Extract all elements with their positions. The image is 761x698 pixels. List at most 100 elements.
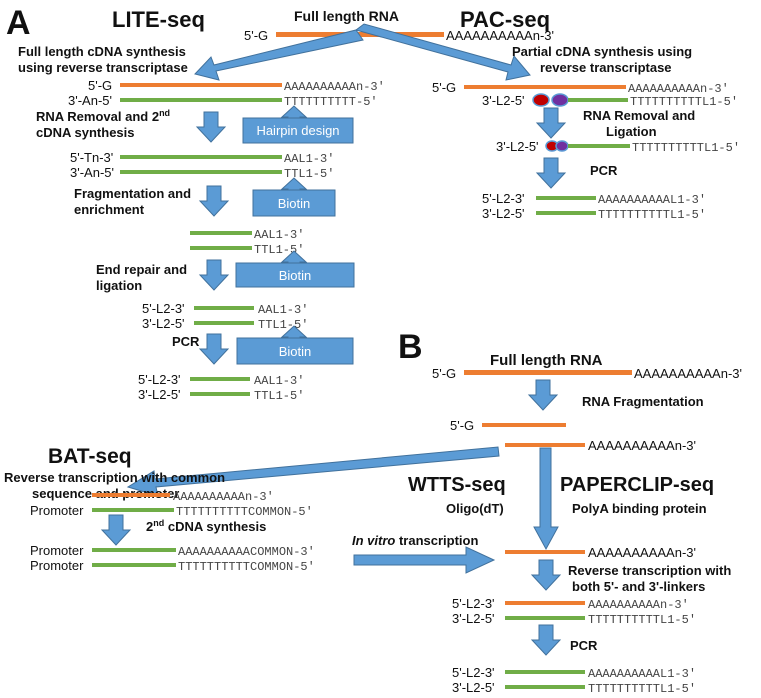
lite-r8-dna [194, 321, 254, 325]
lite-r9-dna [190, 377, 250, 381]
lite-step2-line1: RNA Removal and 2nd [36, 108, 170, 124]
lite-r9-right: AAL1-3′ [254, 374, 304, 388]
bat-step1-line1: Reverse transcription with common [4, 470, 225, 485]
bat-r2-dna [92, 508, 174, 512]
lite-r3-right: AAL1-3′ [284, 152, 334, 166]
lite-r8-right: TTL1-5′ [258, 318, 308, 332]
merge-polya-tail: AAAAAAAAAAn-3' [588, 545, 696, 560]
b-r1-right: AAAAAAAAAAn-3′ [588, 598, 689, 612]
pac-r1-left: 5'-G [432, 80, 456, 95]
wtts-seq-title: WTTS-seq [408, 474, 506, 496]
split-arrow-right [354, 23, 531, 81]
full-rna-strand [276, 32, 444, 37]
b-r3-right: AAAAAAAAAAL1-3′ [588, 667, 696, 681]
biotin-label-1: Biotin [278, 196, 311, 211]
bat-r2-right: TTTTTTTTTTCOMMON-5′ [176, 505, 313, 519]
lite-r3-dna [120, 155, 282, 159]
frag-3-strand [505, 443, 585, 447]
pac-r4-left: 5'-L2-3' [482, 191, 525, 206]
split-arrow-left [194, 29, 364, 81]
b-r4-left: 3'-L2-5' [452, 680, 495, 695]
lite-r7-left: 5'-L2-3' [142, 301, 185, 316]
bat-r4-left: Promoter [30, 558, 84, 573]
pac-r5-right: TTTTTTTTTTL1-5′ [598, 208, 706, 222]
panel-a-letter: A [6, 4, 31, 42]
bat-r3-right: AAAAAAAAAACOMMON-3′ [178, 545, 315, 559]
pac-seq-title: PAC-seq [460, 7, 550, 32]
pac-r4-dna [536, 196, 596, 200]
bat-r1-right: AAAAAAAAAAn-3′ [173, 490, 274, 504]
lite-r7-right: AAL1-3′ [258, 303, 308, 317]
lite-r5-right: AAL1-3′ [254, 228, 304, 242]
b-r4-dna [505, 685, 585, 689]
bat-r1-rna [92, 493, 170, 497]
bat-seq-arrow [126, 446, 500, 497]
b-pcr-label: PCR [570, 638, 598, 653]
in-vitro-transcription-label: In vitro transcription [352, 533, 478, 548]
lite-r4-left: 3'-An-5' [70, 165, 114, 180]
lite-step4-line2: ligation [96, 278, 142, 293]
b-rt-line1: Reverse transcription with [568, 563, 731, 578]
lite-r3-left: 5'-Tn-3' [70, 150, 113, 165]
pac-r3-left: 3'-L2-5' [496, 139, 539, 154]
pac-r3-right: TTTTTTTTTTL1-5′ [632, 141, 740, 155]
lite-r4-dna [120, 170, 282, 174]
frag-5-prime: 5'-G [450, 418, 474, 433]
lite-r2-dna [120, 98, 282, 102]
wtts-paperclip-arrow [533, 447, 559, 551]
lite-r5-dna [190, 231, 252, 235]
b-r2-dna [505, 616, 585, 620]
pac-r2-right: TTTTTTTTTTL1-5′ [630, 95, 738, 109]
b-rna-5-prime: 5'-G [432, 366, 456, 381]
rna-5-prime: 5'-G [244, 28, 268, 43]
b-r2-right: TTTTTTTTTTL1-5′ [588, 613, 696, 627]
pac-r1-right: AAAAAAAAAAn-3′ [628, 82, 729, 96]
lite-pcr-label: PCR [172, 334, 200, 349]
merge-rna-strand [505, 550, 585, 554]
pac-r2-left: 3'-L2-5' [482, 93, 525, 108]
b-full-rna-strand [464, 370, 632, 375]
purple-linker-bead-2 [555, 140, 569, 152]
lite-r6-dna [190, 246, 252, 250]
lite-r2-right: TTTTTTTTTT-5′ [284, 95, 378, 109]
lite-r1-right: AAAAAAAAAAn-3′ [284, 80, 385, 94]
lite-r7-dna [194, 306, 254, 310]
biotin-label-3: Biotin [279, 344, 312, 359]
bat-r3-left: Promoter [30, 543, 84, 558]
b-r1-left: 5'-L2-3' [452, 596, 495, 611]
paperclip-seq-sub: PolyA binding protein [572, 501, 707, 516]
lite-r10-dna [190, 392, 250, 396]
b-full-length-rna-label: Full length RNA [490, 352, 603, 369]
pac-r3-dna [568, 144, 630, 148]
biotin-label-2: Biotin [279, 268, 312, 283]
in-vitro-arrow [353, 546, 496, 574]
pac-r5-dna [536, 211, 596, 215]
pac-step2-line1: RNA Removal and [583, 108, 695, 123]
paperclip-seq-title: PAPERCLIP-seq [560, 474, 714, 496]
b-r2-left: 3'-L2-5' [452, 611, 495, 626]
b-r4-right: TTTTTTTTTTL1-5′ [588, 682, 696, 696]
pac-r2-dna [568, 98, 628, 102]
lite-r10-right: TTL1-5′ [254, 389, 304, 403]
biotin-box-2 [235, 262, 355, 288]
lite-r4-right: TTL1-5′ [284, 167, 334, 181]
biotin-box-1 [252, 189, 336, 217]
b-rt-line2: both 5'- and 3'-linkers [572, 579, 705, 594]
pac-r5-left: 3'-L2-5' [482, 206, 525, 221]
bat-r3-dna [92, 548, 176, 552]
lite-step3-line2: enrichment [74, 202, 145, 217]
hairpin-design-label: Hairpin design [256, 123, 339, 138]
lite-r8-left: 3'-L2-5' [142, 316, 185, 331]
lite-seq-title: LITE-seq [112, 7, 205, 32]
lite-r10-left: 3'-L2-5' [138, 387, 181, 402]
lite-r2-left: 3'-An-5' [68, 93, 112, 108]
lite-step2-line2: cDNA synthesis [36, 125, 135, 140]
full-length-rna-label: Full length RNA [294, 8, 399, 24]
pac-step1-line2: reverse transcriptase [540, 60, 672, 75]
lite-step4-line1: End repair and [96, 262, 187, 277]
b-rna-polya-tail: AAAAAAAAAAn-3' [634, 366, 742, 381]
lite-step3-line1: Fragmentation and [74, 186, 191, 201]
lite-r9-left: 5'-L2-3' [138, 372, 181, 387]
bat-r4-right: TTTTTTTTTTCOMMON-5′ [178, 560, 315, 574]
